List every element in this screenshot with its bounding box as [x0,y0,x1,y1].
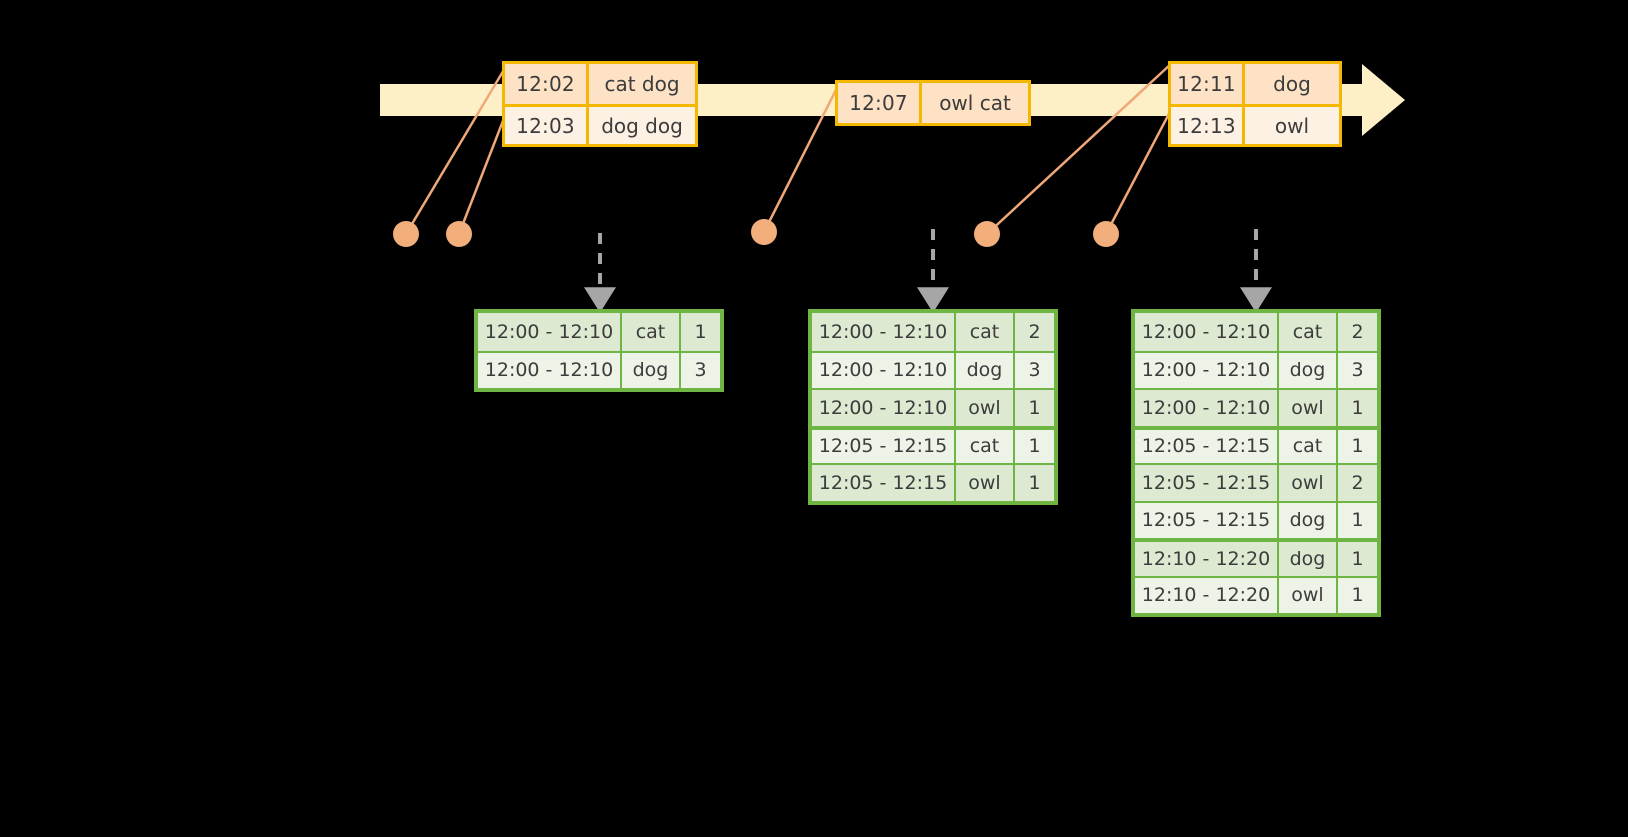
word-count: 1 [1351,435,1364,458]
word-key: owl [1279,390,1338,426]
word-count: 2 [1351,471,1364,494]
connector-5 [1104,107,1174,235]
word-count: 1 [1351,584,1364,607]
event-row: 12:13 owl [1171,104,1339,144]
event-words: cat dog [604,72,680,96]
word-key: dog [1279,352,1338,388]
event-box-2[interactable]: 12:07 owl cat [835,80,1031,126]
window-range: 12:00 - 12:10 [478,313,622,351]
connector-3 [762,81,842,233]
word-key: dog [956,352,1015,388]
word-key: dog [1279,502,1338,538]
window-range: 12:00 - 12:10 [478,352,622,388]
word-key: owl [956,465,1015,501]
window-range: 12:10 - 12:20 [1135,542,1279,576]
event-dots [393,219,1119,247]
event-words: owl cat [939,91,1011,115]
event-words: dog dog [601,113,683,138]
word-key: owl [1279,465,1338,501]
word-count: 2 [1028,320,1041,343]
word-key: owl [1279,577,1338,613]
word-key: cat [956,429,1015,463]
window-range: 12:05 - 12:15 [812,429,956,463]
dot-5 [1093,221,1119,247]
word-count: 2 [1351,320,1364,343]
event-row: 12:02 cat dog [505,64,695,104]
dot-4 [974,221,1000,247]
event-box-1[interactable]: 12:02 cat dog 12:03 dog dog [502,61,698,147]
word-count: 1 [1351,547,1364,570]
dot-1 [393,221,419,247]
event-timestamp: 12:13 [1171,107,1245,144]
window-range: 12:00 - 12:10 [812,352,956,388]
event-timestamp: 12:07 [838,83,922,123]
event-words: owl [1274,113,1310,138]
emit-arrows [584,229,1272,313]
window-range: 12:00 - 12:10 [1135,352,1279,388]
word-count: 1 [1028,396,1041,419]
word-key: cat [1279,429,1338,463]
window-range: 12:00 - 12:10 [812,313,956,351]
word-key: owl [956,390,1015,426]
dot-3 [751,219,777,245]
word-key: cat [956,313,1015,351]
window-range: 12:00 - 12:10 [812,390,956,426]
word-count: 1 [1351,509,1364,532]
window-range: 12:05 - 12:15 [1135,502,1279,538]
event-words: dog [1273,72,1311,96]
event-timestamp: 12:03 [505,107,589,144]
word-key: cat [622,313,681,351]
word-count: 1 [1028,435,1041,458]
word-key: cat [1279,313,1338,351]
word-count: 3 [1028,359,1041,382]
window-range: 12:05 - 12:15 [1135,465,1279,501]
word-count: 1 [694,320,707,343]
event-row: 12:03 dog dog [505,104,695,144]
window-range: 12:05 - 12:15 [812,465,956,501]
word-count: 1 [1351,396,1364,419]
connector-2 [457,107,510,235]
word-count: 1 [1028,471,1041,494]
word-count: 3 [694,359,707,382]
event-box-3[interactable]: 12:11 dog 12:13 owl [1168,61,1342,147]
window-range: 12:10 - 12:20 [1135,577,1279,613]
window-range: 12:00 - 12:10 [1135,313,1279,351]
dot-2 [446,221,472,247]
window-range: 12:05 - 12:15 [1135,429,1279,463]
event-row: 12:07 owl cat [838,83,1028,123]
event-timestamp: 12:11 [1171,64,1245,104]
event-timestamp: 12:02 [505,64,589,104]
connector-1 [404,62,510,235]
word-key: dog [1279,542,1338,576]
window-range: 12:00 - 12:10 [1135,390,1279,426]
word-key: dog [622,352,681,388]
event-row: 12:11 dog [1171,64,1339,104]
word-count: 3 [1351,359,1364,382]
